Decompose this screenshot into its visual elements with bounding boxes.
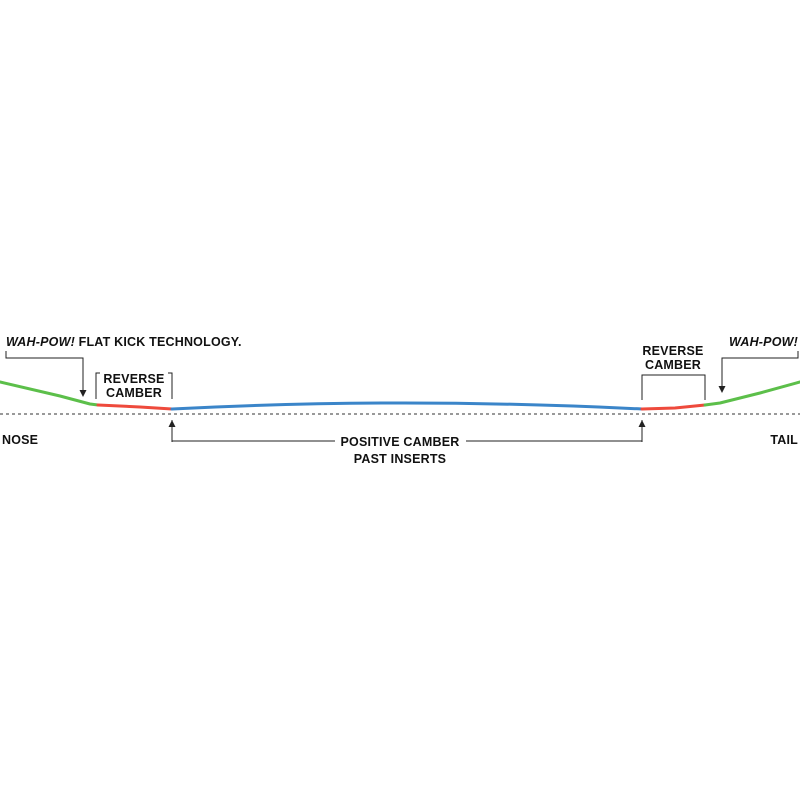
- tail-reverse-camber-segment: [640, 403, 707, 411]
- flat-kick-label: WAH-POW! FLAT KICK TECHNOLOGY.: [6, 335, 242, 349]
- positive-camber-label-line1: POSITIVE CAMBER: [341, 435, 460, 449]
- tail-kick-label: WAH-POW!: [729, 335, 798, 349]
- reverse-camber-left-bracket-left: [95, 372, 100, 399]
- flat-kick-label-prefix: WAH-POW!: [6, 335, 75, 349]
- flat-kick-arrow-icon: [79, 390, 87, 397]
- reverse-camber-right-label-line1: REVERSE: [642, 344, 703, 358]
- flat-kick-leader: [5, 351, 84, 391]
- positive-camber-arrow-right-icon: [638, 420, 646, 427]
- tail-kick-arrow-icon: [718, 386, 726, 393]
- nose-flat-kick-segment: [0, 380, 100, 407]
- reverse-camber-left-bracket-right: [168, 372, 173, 399]
- positive-camber-label-line2: PAST INSERTS: [354, 452, 446, 466]
- tail-label: TAIL: [770, 433, 798, 447]
- tail-kick-leader: [721, 351, 799, 388]
- reverse-camber-left-label-line1: REVERSE: [103, 372, 164, 386]
- reverse-camber-right-bracket: [641, 374, 706, 400]
- flat-kick-label-suffix: FLAT KICK TECHNOLOGY.: [75, 335, 242, 349]
- reverse-camber-right-label-line2: CAMBER: [645, 358, 701, 372]
- nose-label: NOSE: [2, 433, 38, 447]
- positive-camber-arrow-left-icon: [168, 420, 176, 427]
- tail-flat-kick-segment: [703, 380, 800, 407]
- reverse-camber-left-label-line2: CAMBER: [106, 386, 162, 400]
- positive-camber-segment: [170, 401, 644, 411]
- nose-reverse-camber-segment: [96, 403, 174, 411]
